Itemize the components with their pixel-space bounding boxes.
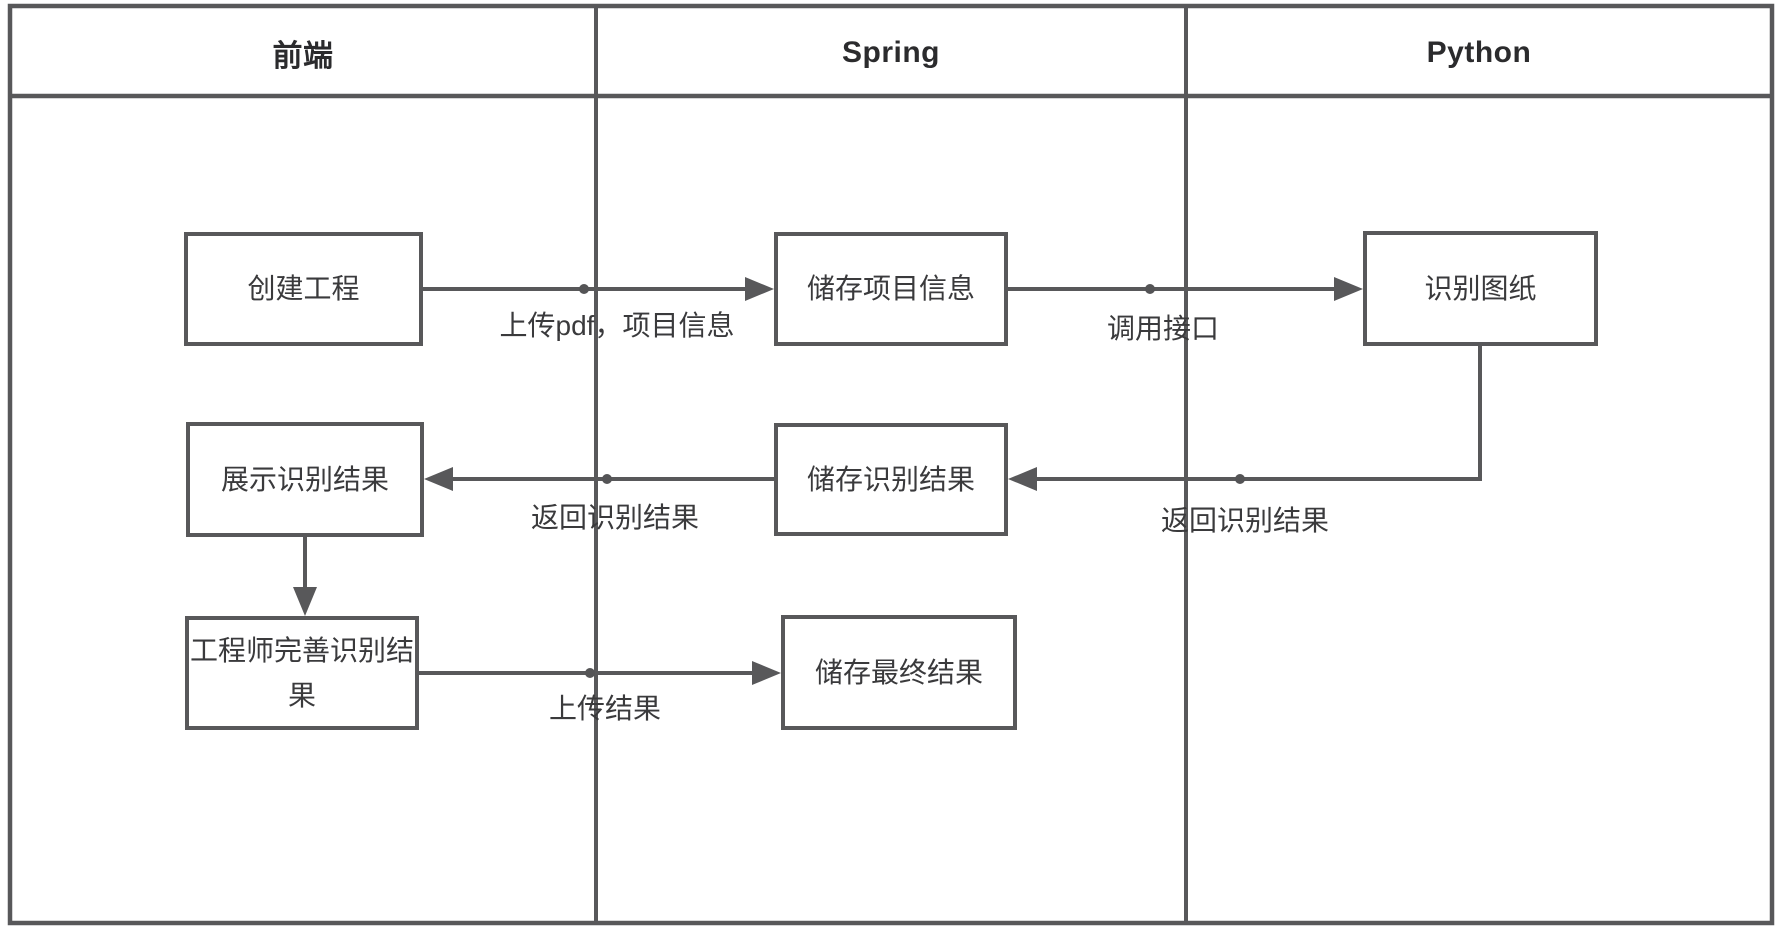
node-create-project: 创建工程	[184, 232, 423, 346]
lane-header-frontend: 前端	[272, 40, 334, 73]
edge-show-to-refine	[293, 537, 317, 616]
edge-call-api	[1008, 277, 1363, 301]
edge-label-return-result-to-spring: 返回识别结果	[1160, 505, 1330, 536]
edge-label-upload-pdf-info: 上传pdf，项目信息	[499, 310, 735, 341]
node-store-final-result: 储存最终结果	[781, 615, 1017, 730]
edge-upload-result	[418, 661, 781, 685]
edge-label-return-result-to-front: 返回识别结果	[530, 502, 700, 533]
edge-label-upload-result: 上传结果	[548, 693, 662, 724]
node-recognize-drawing: 识别图纸	[1363, 231, 1598, 346]
lane-header-spring: Spring	[842, 36, 940, 69]
swimlane-frame	[7, 3, 1775, 926]
node-store-recognition-result: 储存识别结果	[774, 423, 1008, 536]
edge-return-result-to-spring	[1008, 346, 1482, 491]
node-engineer-refine-result: 工程师完善识别结果	[185, 616, 419, 730]
node-store-project-info: 储存项目信息	[774, 232, 1008, 346]
edge-label-call-api: 调用接口	[1106, 313, 1220, 344]
edge-return-result-to-front	[424, 467, 774, 491]
lane-header-python: Python	[1426, 36, 1532, 69]
node-show-recognition-result: 展示识别结果	[186, 422, 424, 537]
edge-upload-pdf-info	[423, 277, 774, 301]
